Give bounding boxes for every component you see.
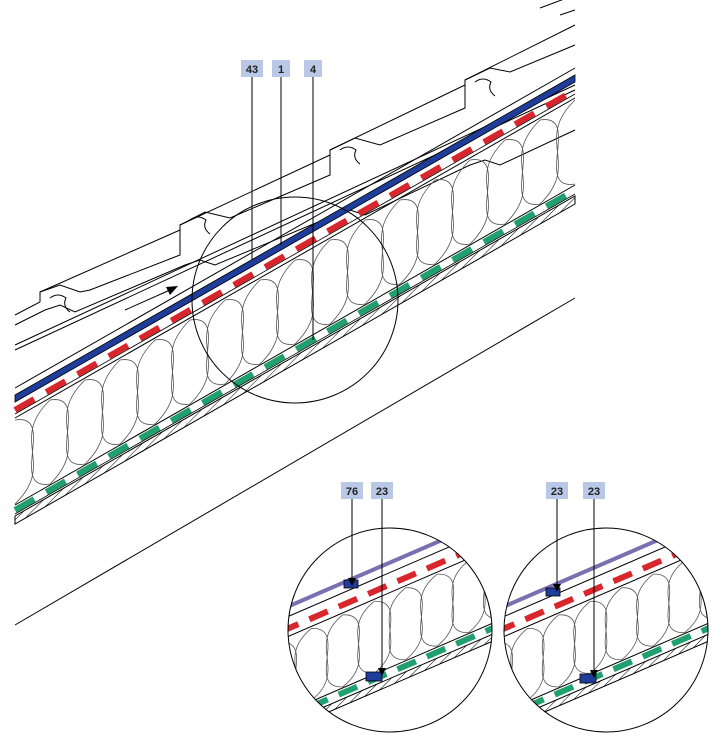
insulation-loop: [504, 628, 528, 715]
insulation-loop: [504, 119, 541, 225]
blue-membrane: [14, 74, 576, 403]
insulation-loop: [434, 159, 471, 265]
callout-4: 4: [310, 64, 317, 76]
insulation-loop: [329, 219, 366, 325]
insulation-loop: [468, 546, 492, 633]
insulation-loop: [539, 99, 576, 205]
insulation-loop: [558, 600, 591, 688]
insulation-loop: [652, 560, 685, 647]
board-layer: [14, 195, 576, 525]
insulation-loop: [49, 379, 86, 485]
insulation-loop: [621, 573, 654, 661]
insulation-loop: [14, 399, 51, 505]
insulation-loop: [342, 600, 375, 688]
insulation-loop: [311, 614, 344, 701]
insulation-loop: [154, 319, 191, 425]
ceiling-line: [14, 297, 576, 626]
insulation-loop: [288, 628, 312, 715]
insulation-loop: [224, 279, 261, 385]
insulation-loop: [84, 359, 121, 465]
callout-1: 1: [278, 64, 284, 76]
flow-arrow-icon: [124, 286, 178, 311]
insulation-loop: [590, 587, 622, 674]
insulation-loop: [405, 573, 438, 661]
insulation-loop: [399, 179, 436, 285]
callout-23-left: 23: [376, 486, 388, 498]
insulation-loop: [374, 587, 406, 674]
insulation-loop: [469, 139, 506, 245]
insulation-loop: [527, 614, 560, 701]
callouts-main: 43 1 4: [241, 60, 322, 340]
insulation-loop: [119, 339, 156, 445]
callout-76: 76: [346, 486, 358, 498]
insulation-loop: [259, 259, 296, 365]
detail-circle: [191, 196, 399, 404]
callout-23-right-a: 23: [551, 486, 563, 498]
detail-left: 76 23: [287, 482, 493, 733]
insulation-loop: [436, 560, 469, 647]
roof-section: [13, 0, 577, 626]
insulation-loop: [684, 546, 708, 633]
insulation-loop: [364, 199, 401, 305]
insulation-loop: [189, 299, 226, 405]
callout-43: 43: [246, 64, 258, 76]
callout-23-right-b: 23: [588, 486, 600, 498]
roof-tiles: [14, 0, 576, 351]
insulation: [14, 99, 576, 505]
detail-right: 23 23: [503, 482, 709, 733]
